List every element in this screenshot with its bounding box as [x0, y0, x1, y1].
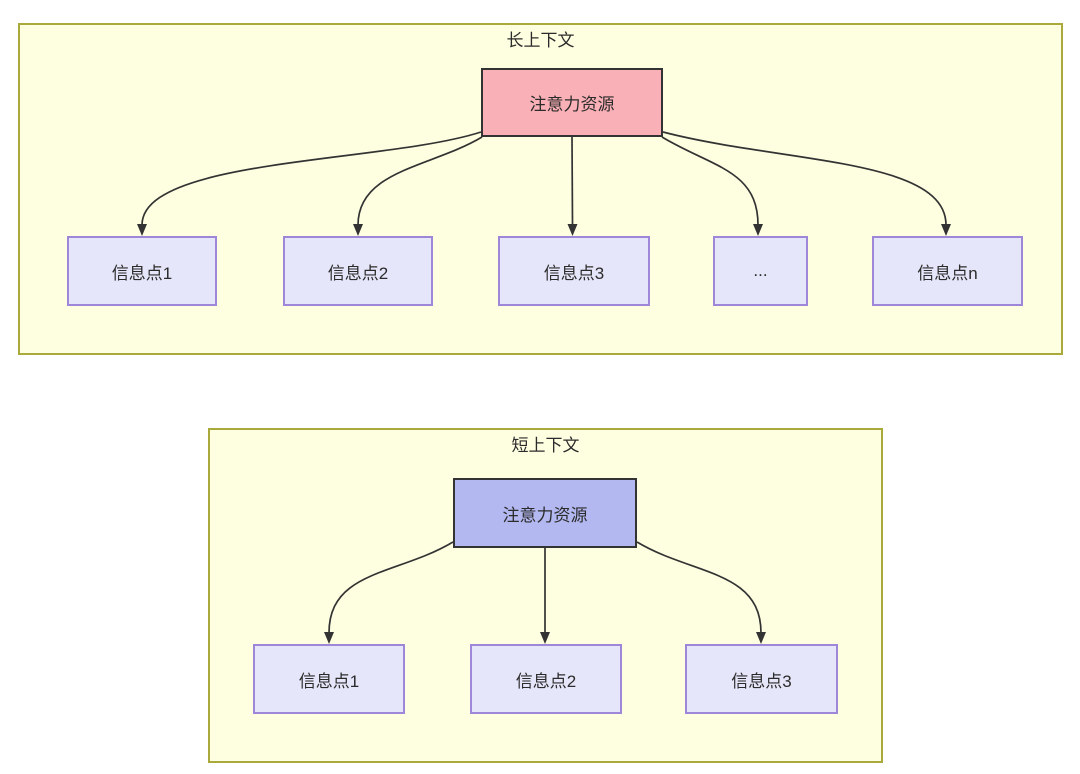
attention-resource-node-long: 注意力资源 [481, 68, 663, 137]
info-point-node: 信息点2 [283, 236, 433, 306]
info-point-node: 信息点3 [498, 236, 650, 306]
info-point-node: 信息点1 [67, 236, 217, 306]
attention-resource-node-short: 注意力资源 [453, 478, 637, 548]
short-context-title: 短上下文 [511, 436, 580, 455]
info-point-node: 信息点1 [253, 644, 405, 714]
long-context-title: 长上下文 [506, 31, 575, 50]
info-point-node: 信息点n [872, 236, 1023, 306]
info-point-node: 信息点3 [685, 644, 838, 714]
info-point-node: 信息点2 [470, 644, 622, 714]
info-point-node-ellipsis: ... [713, 236, 808, 306]
